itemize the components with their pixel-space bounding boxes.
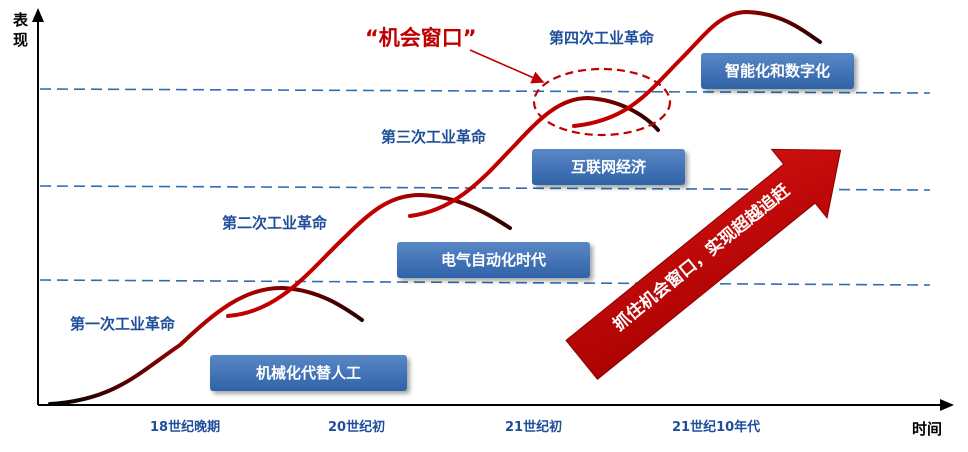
stage-1-feature-box: 机械化代替人工 <box>210 355 407 391</box>
stage-4-name: 第四次工业革命 <box>549 29 655 47</box>
y-axis-arrowhead <box>32 8 44 22</box>
opportunity-window-callout: “机会窗口” <box>365 26 477 50</box>
opportunity-window-ellipse <box>532 67 672 137</box>
big-diagonal-arrow <box>565 148 842 380</box>
stage-3-feature-box: 互联网经济 <box>532 149 685 185</box>
stage-3-name: 第三次工业革命 <box>381 128 487 146</box>
callout-pointer-arrow <box>469 49 545 84</box>
y-axis-label-line-2: 现 <box>13 31 29 49</box>
y-axis-label-line-1: 表 <box>13 11 29 29</box>
stage-1-name: 第一次工业革命 <box>70 315 176 333</box>
x-tick-2: 20世纪初 <box>328 420 386 435</box>
x-axis-arrowhead <box>940 399 954 411</box>
dashed-line-1 <box>39 279 931 286</box>
x-axis-label: 时间 <box>912 420 943 438</box>
stage-2-name: 第二次工业革命 <box>222 214 328 232</box>
curve-stage-1 <box>48 285 364 406</box>
stage-2-feature-box: 电气自动化时代 <box>397 242 590 278</box>
curve-stage-4 <box>572 9 822 128</box>
x-tick-4: 21世纪10年代 <box>672 420 761 435</box>
curve-stage-2 <box>226 192 512 318</box>
dashed-line-3 <box>39 88 931 94</box>
x-tick-3: 21世纪初 <box>505 420 563 435</box>
stage-4-feature-box: 智能化和数字化 <box>701 53 854 89</box>
x-tick-1: 18世纪晚期 <box>150 420 221 435</box>
